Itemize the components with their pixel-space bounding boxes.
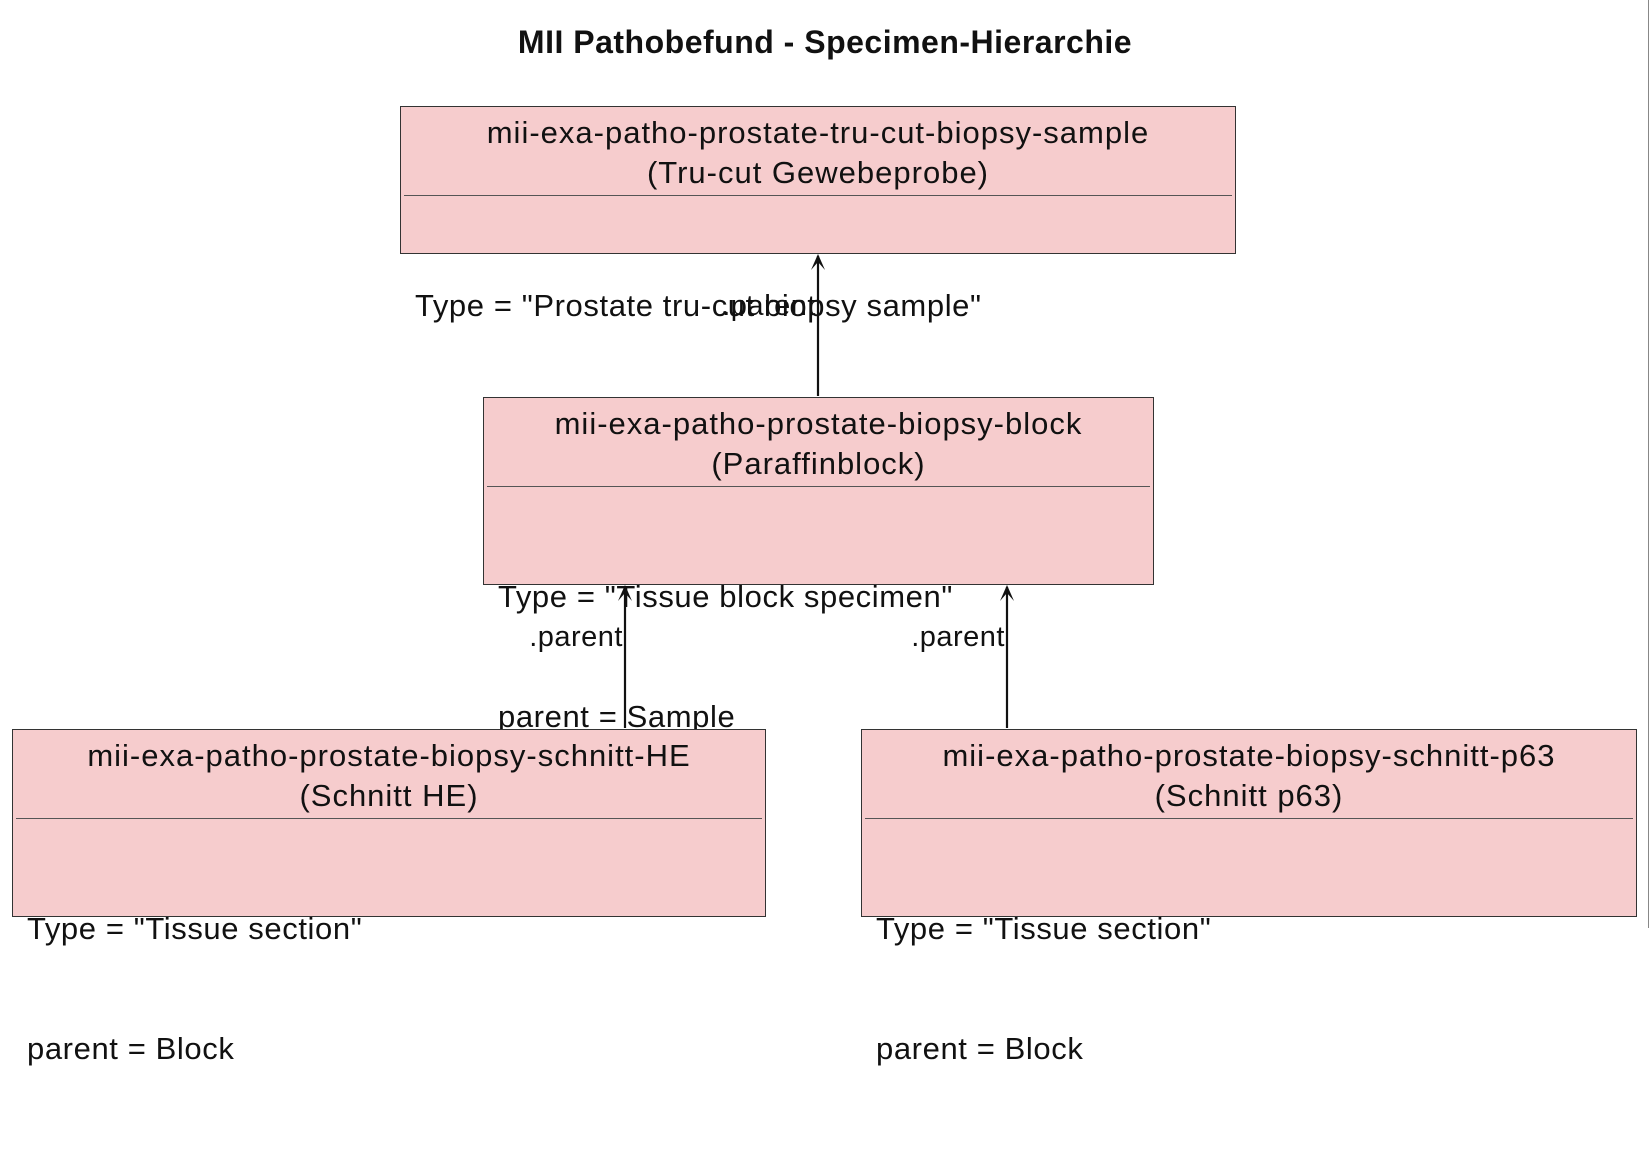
node-block-field-parent: parent = Sample bbox=[498, 699, 736, 734]
node-schnitt-p63-header: mii-exa-patho-prostate-biopsy-schnitt-p6… bbox=[865, 730, 1633, 819]
node-schnitt-he-field-parent: parent = Block bbox=[27, 1031, 235, 1066]
node-schnitt-he-fields: Type = "Tissue section" parent = Block bbox=[13, 819, 765, 1155]
node-schnitt-p63-name: mii-exa-patho-prostate-biopsy-schnitt-p6… bbox=[942, 738, 1556, 773]
node-block-field-type: Type = "Tissue block specimen" bbox=[498, 579, 953, 614]
node-sample-fields: Type = "Prostate tru-cut biopsy sample" bbox=[401, 196, 1235, 412]
node-schnitt-p63-field-type: Type = "Tissue section" bbox=[876, 911, 1212, 946]
node-block-subtitle: (Paraffinblock) bbox=[711, 446, 926, 481]
node-sample-name: mii-exa-patho-prostate-tru-cut-biopsy-sa… bbox=[486, 115, 1150, 150]
node-schnitt-he-subtitle: (Schnitt HE) bbox=[299, 778, 479, 813]
node-sample[interactable]: mii-exa-patho-prostate-tru-cut-biopsy-sa… bbox=[400, 106, 1236, 323]
edge-label-block-sample: .parent bbox=[722, 290, 816, 322]
node-block-fields: Type = "Tissue block specimen" parent = … bbox=[484, 487, 1153, 823]
node-schnitt-he-field-type: Type = "Tissue section" bbox=[27, 911, 363, 946]
node-schnitt-he-header: mii-exa-patho-prostate-biopsy-schnitt-HE… bbox=[16, 730, 762, 819]
node-schnitt-he-name: mii-exa-patho-prostate-biopsy-schnitt-HE bbox=[87, 738, 691, 773]
node-block-name: mii-exa-patho-prostate-biopsy-block bbox=[554, 406, 1083, 441]
node-block[interactable]: mii-exa-patho-prostate-biopsy-block (Par… bbox=[483, 397, 1154, 734]
diagram-title: MII Pathobefund - Specimen-Hierarchie bbox=[517, 24, 1133, 60]
node-schnitt-p63-field-parent: parent = Block bbox=[876, 1031, 1084, 1066]
edge-label-schnitt-he-block: .parent bbox=[529, 621, 623, 653]
node-schnitt-p63[interactable]: mii-exa-patho-prostate-biopsy-schnitt-p6… bbox=[861, 729, 1637, 1066]
edge-label-schnitt-p63-block: .parent bbox=[911, 621, 1005, 653]
node-sample-header: mii-exa-patho-prostate-tru-cut-biopsy-sa… bbox=[404, 107, 1232, 196]
node-schnitt-p63-subtitle: (Schnitt p63) bbox=[1154, 778, 1344, 813]
node-schnitt-he[interactable]: mii-exa-patho-prostate-biopsy-schnitt-HE… bbox=[12, 729, 766, 1066]
node-block-header: mii-exa-patho-prostate-biopsy-block (Par… bbox=[487, 398, 1150, 487]
node-sample-subtitle: (Tru-cut Gewebeprobe) bbox=[646, 155, 990, 190]
node-schnitt-p63-fields: Type = "Tissue section" parent = Block bbox=[862, 819, 1636, 1155]
node-sample-field-type: Type = "Prostate tru-cut biopsy sample" bbox=[415, 288, 982, 323]
canvas-right-border bbox=[1648, 0, 1649, 928]
